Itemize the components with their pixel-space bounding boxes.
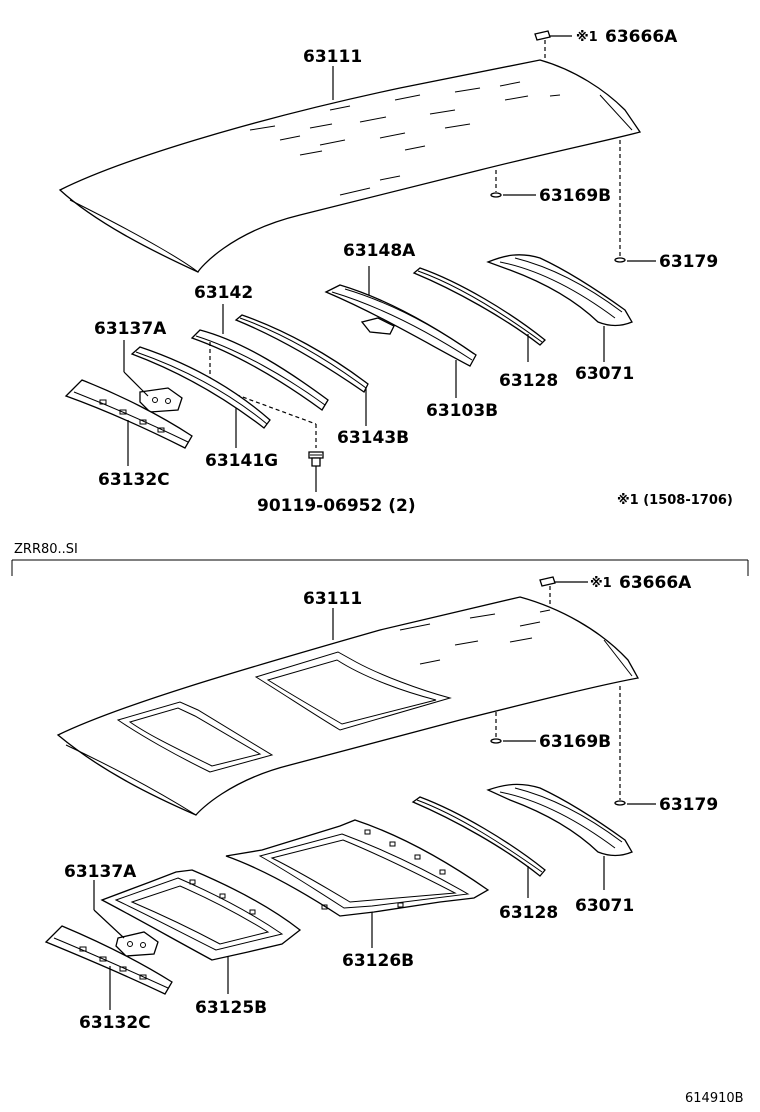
- label-63666a-bottom: 63666A: [619, 573, 692, 593]
- label-63179-bottom: 63179: [659, 795, 718, 815]
- label-63141g: 63141G: [205, 451, 278, 471]
- divider-title: ZRR80..SI: [14, 542, 78, 557]
- bracket-63137a-bottom-shape: [115, 931, 159, 957]
- label-roof-panel-bottom: 63111: [303, 589, 362, 609]
- sunroof-frame-63125b-shape: [100, 869, 302, 961]
- bow-63141g-shape: [130, 346, 271, 429]
- reinforcement-63103b-shape: [324, 284, 477, 367]
- footnote: ※1 (1508-1706): [617, 493, 733, 508]
- bow-63142-shape: [190, 329, 329, 411]
- rear-header-bottom-shape: [486, 783, 633, 857]
- label-roof-panel: 63111: [303, 47, 362, 67]
- label-63137a-bottom: 63137A: [64, 862, 137, 882]
- pad-63179-shape: [614, 257, 626, 263]
- note-marker: ※1: [576, 30, 598, 45]
- note-marker-bottom: ※1: [590, 576, 612, 591]
- bottom-section: 63111 ※1 63666A 63169B 63179 63071 63128…: [44, 573, 718, 1033]
- sunroof-frame-63126b-shape: [225, 819, 490, 917]
- reinforcement-63128-bottom-shape: [411, 796, 546, 877]
- clip-63169b-bottom-shape: [490, 738, 502, 744]
- reinforcement-63128-shape: [412, 267, 546, 346]
- top-section: 63111 ※1 63666A 63169B 63179 63148A 6307…: [58, 27, 733, 516]
- front-header-63132c-bottom-shape: [44, 925, 173, 995]
- top-leader-lines: [123, 35, 656, 492]
- label-63142: 63142: [194, 283, 253, 303]
- roof-panel-shape: [58, 59, 642, 273]
- section-divider: ZRR80..SI: [11, 542, 749, 576]
- clip-63169b-shape: [490, 192, 502, 198]
- bolt-shape: [308, 451, 324, 467]
- label-63103b: 63103B: [426, 401, 498, 421]
- rear-header-shape: [486, 254, 633, 327]
- label-63071-bottom: 63071: [575, 896, 634, 916]
- label-63169b-bottom: 63169B: [539, 732, 611, 752]
- bottom-leader-lines: [93, 581, 656, 1010]
- clip-63666a-shape: [534, 30, 551, 41]
- label-63126b: 63126B: [342, 951, 414, 971]
- label-63137a: 63137A: [94, 319, 167, 339]
- bow-63143b-shape: [234, 314, 369, 393]
- label-63125b: 63125B: [195, 998, 267, 1018]
- label-63169b: 63169B: [539, 186, 611, 206]
- label-63179: 63179: [659, 252, 718, 272]
- label-63143b: 63143B: [337, 428, 409, 448]
- pad-63179-bottom-shape: [614, 800, 626, 806]
- label-63128: 63128: [499, 371, 558, 391]
- label-63128-bottom: 63128: [499, 903, 558, 923]
- label-63148a: 63148A: [343, 241, 416, 261]
- label-63132c: 63132C: [98, 470, 170, 490]
- roof-panel-sunroof-shape: [56, 596, 640, 816]
- bracket-63137a-shape: [139, 387, 183, 413]
- label-63666a: 63666A: [605, 27, 678, 47]
- illustration-id: 614910B: [685, 1091, 744, 1106]
- front-header-63132c-shape: [64, 379, 193, 449]
- label-bolt: 90119-06952 (2): [257, 496, 416, 516]
- label-63132c-bottom: 63132C: [79, 1013, 151, 1033]
- clip-63666a-bottom-shape: [539, 576, 556, 587]
- label-63071: 63071: [575, 364, 634, 384]
